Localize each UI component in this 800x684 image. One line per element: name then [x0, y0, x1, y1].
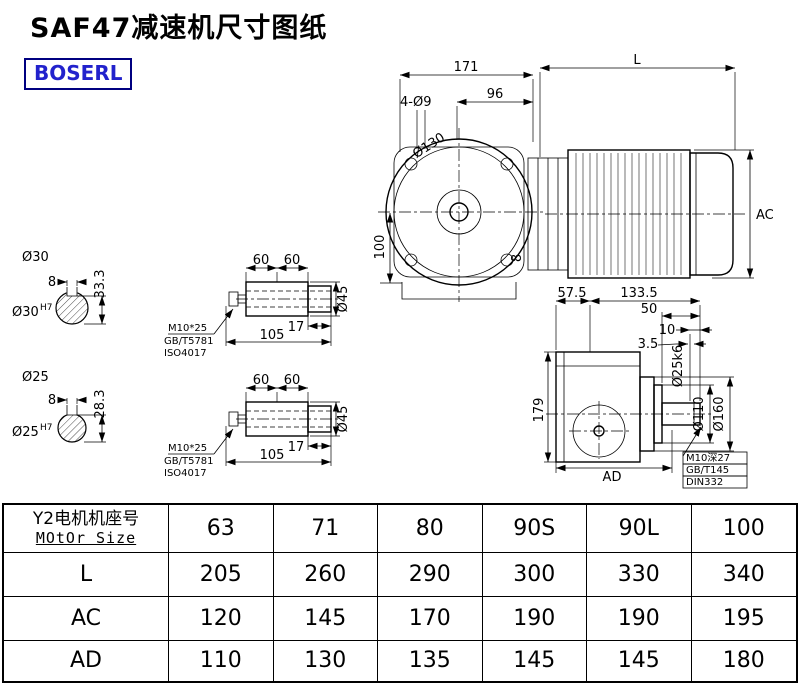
bore30-fit-label: Ø30: [12, 305, 39, 320]
table-header-motor-size: Y2电机机座号 MOtOr Size: [4, 505, 169, 553]
row-AC-label: AC: [4, 597, 169, 641]
shaft-top-60b: 60: [284, 253, 301, 268]
row-AC-val-4: 190: [587, 597, 692, 641]
table-size-90S: 90S: [482, 505, 587, 553]
dim-AC-label: AC: [756, 208, 774, 223]
side-note-std1: GB/T145: [686, 465, 729, 476]
row-AD-val-4: 145: [587, 641, 692, 681]
table-header-en: MOtOr Size: [35, 528, 137, 547]
shaft-bot-note-std1: GB/T5781: [164, 456, 214, 467]
table-size-71: 71: [273, 505, 378, 553]
shaft-top-60a: 60: [253, 253, 270, 268]
side-50: 50: [641, 302, 658, 317]
dim-171-label: 171: [454, 60, 479, 75]
row-L-val-5: 340: [691, 553, 796, 597]
side-57-5: 57.5: [558, 286, 587, 301]
side-d110: Ø110: [692, 396, 707, 431]
row-AD-val-3: 145: [483, 641, 587, 681]
row-L-val-0: 205: [169, 553, 274, 597]
shaft-top-note-std2: ISO4017: [164, 348, 207, 359]
side-AD: AD: [603, 470, 622, 485]
dim-L-label: L: [633, 53, 641, 68]
row-AC-val-2: 170: [378, 597, 483, 641]
shaft-bot-60a: 60: [253, 373, 270, 388]
row-AD-val-2: 135: [378, 641, 483, 681]
bore30-fit-tol: H7: [40, 303, 53, 313]
shaft-top-105: 105: [260, 328, 285, 343]
dimension-table: Y2电机机座号 MOtOr Size 63 71 80 90S 90L 100 …: [2, 503, 798, 683]
shaft-bot-note-bolt: M10*25: [168, 443, 207, 454]
shaft-top-note-bolt: M10*25: [168, 323, 207, 334]
row-AD-val-0: 110: [169, 641, 274, 681]
side-179: 179: [532, 398, 547, 423]
bore25-fit-label: Ø25: [12, 425, 39, 440]
bore25-keydepth-label: 28.3: [93, 390, 108, 419]
row-L-val-2: 290: [378, 553, 483, 597]
row-L-val-4: 330: [587, 553, 692, 597]
shaft-bot-105: 105: [260, 448, 285, 463]
table-size-100: 100: [691, 505, 796, 553]
dim-d130-label: Ø130: [410, 130, 448, 162]
shaft-bot-60b: 60: [284, 373, 301, 388]
bore25-dia-label: Ø25: [22, 370, 49, 385]
shaft-bot-17: 17: [288, 440, 305, 455]
side-10: 10: [659, 323, 676, 338]
motor: AC: [527, 149, 774, 279]
row-AC-val-5: 195: [691, 597, 796, 641]
side-view: 57.5 133.5 50 10 3.5 Ø25k6 Ø110: [532, 286, 748, 489]
dimension-drawing: 171 L 96 4-Ø9: [12, 53, 774, 489]
table-header-cn: Y2电机机座号: [32, 509, 140, 530]
row-AD-val-1: 130: [274, 641, 378, 681]
side-note-std2: DIN332: [686, 477, 723, 488]
side-3-5: 3.5: [638, 337, 659, 352]
shaft-detail-bottom: 60 60 17 105 Ø45 M10*25 GB/T5781 ISO401: [164, 373, 351, 479]
front-view: 171 L 96 4-Ø9: [373, 53, 736, 302]
row-AD-val-5: 180: [722, 648, 765, 674]
row-AC-val-1: 145: [273, 597, 378, 641]
dim-8-label: 8: [510, 254, 525, 262]
shaft-detail-top: 60 60 17 105 Ø45 M10*25 GB/T5781 ISO401: [164, 253, 351, 359]
page-title: SAF47减速机尺寸图纸: [30, 13, 328, 44]
bore25-fit-tol: H7: [40, 423, 53, 433]
side-d160: Ø160: [712, 396, 727, 431]
row-AD-label: AD: [4, 641, 169, 681]
bore30-keydepth-label: 33.3: [93, 270, 108, 299]
row-L-val-3: 300: [482, 553, 587, 597]
table-size-90L: 90L: [587, 505, 692, 553]
row-AC-val-3: 190: [482, 597, 587, 641]
bore30-keywidth-label: 8: [48, 275, 56, 290]
bore25-keywidth-label: 8: [48, 393, 56, 408]
shaft-top-17: 17: [288, 320, 305, 335]
shaft-bot-d45: Ø45: [336, 406, 351, 433]
shaft-top-d45: Ø45: [336, 286, 351, 313]
dim-100-label: 100: [373, 235, 388, 260]
bore-section-30: Ø30 8 33.3 Ø30 H7: [12, 250, 108, 325]
bore-section-25: Ø25 8 28.3 Ø25 H7: [12, 370, 108, 443]
boserl-logo: BOSERL: [24, 58, 133, 90]
side-d25k6: Ø25k6: [671, 345, 686, 388]
side-133-5: 133.5: [620, 286, 657, 301]
dim-4xd9-label: 4-Ø9: [400, 95, 431, 110]
row-L-label: L: [4, 553, 169, 597]
row-L-val-1: 260: [273, 553, 378, 597]
side-note-tap: M10深27: [686, 452, 730, 464]
shaft-top-note-std1: GB/T5781: [164, 336, 214, 347]
table-size-63: 63: [169, 505, 274, 553]
bore30-dia-label: Ø30: [22, 250, 49, 265]
row-AC-val-0: 120: [169, 597, 274, 641]
shaft-bot-note-std2: ISO4017: [164, 468, 207, 479]
table-size-80: 80: [378, 505, 483, 553]
dim-96-label: 96: [487, 87, 504, 102]
